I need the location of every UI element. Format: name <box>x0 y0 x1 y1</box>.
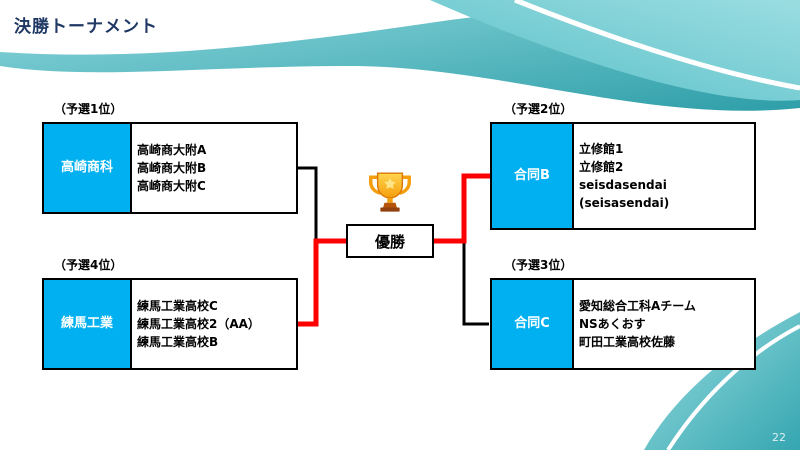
top-white-slash <box>514 0 800 91</box>
team-members-bottom-left: 練馬工業高校C 練馬工業高校2（AA） 練馬工業高校B <box>132 280 296 368</box>
member-line: seisdasendai <box>579 178 667 192</box>
team-name-bottom-left: 練馬工業 <box>44 280 132 368</box>
connector-top-left <box>298 166 318 241</box>
seed-label-top-left: （予選1位） <box>54 102 123 116</box>
page-title: 決勝トーナメント <box>14 17 158 37</box>
team-name-top-left: 高崎商科 <box>44 124 132 212</box>
member-line: NSあくおす <box>579 317 646 331</box>
team-box-bottom-left: 練馬工業 練馬工業高校C 練馬工業高校2（AA） 練馬工業高校B <box>42 278 298 370</box>
team-name-top-right: 合同B <box>492 124 574 228</box>
page-number: 22 <box>772 431 786 444</box>
team-members-top-right: 立修館1 立修館2 seisdasendai (seisasendai) <box>574 124 754 228</box>
member-line: 練馬工業高校C <box>137 299 218 313</box>
member-line: 立修館1 <box>579 142 624 156</box>
member-line: 高崎商大附B <box>137 161 207 175</box>
winner-line-bottom-left <box>298 238 346 327</box>
top-right-wedge-shape <box>430 0 800 101</box>
member-line: (seisasendai) <box>579 196 670 210</box>
team-box-top-left: 高崎商科 高崎商大附A 高崎商大附B 高崎商大附C <box>42 122 298 214</box>
trophy-icon <box>369 172 411 212</box>
team-box-top-right: 合同B 立修館1 立修館2 seisdasendai (seisasendai) <box>490 122 756 230</box>
winner-line-top-right <box>434 173 491 244</box>
member-line: 町田工業高校佐藤 <box>579 335 676 349</box>
member-line: 練馬工業高校B <box>137 335 219 349</box>
seed-label-top-right: （予選2位） <box>504 102 573 116</box>
team-members-top-left: 高崎商大附A 高崎商大附B 高崎商大附C <box>132 124 296 212</box>
team-members-bottom-right: 愛知総合工科Aチーム NSあくおす 町田工業高校佐藤 <box>574 280 754 368</box>
seed-label-bottom-left: （予選4位） <box>54 258 123 272</box>
champion-box: 優勝 <box>346 224 434 258</box>
seed-label-bottom-right: （予選3位） <box>504 258 573 272</box>
member-line: 練馬工業高校2（AA） <box>137 317 260 331</box>
team-name-bottom-right: 合同C <box>492 280 574 368</box>
team-box-bottom-right: 合同C 愛知総合工科Aチーム NSあくおす 町田工業高校佐藤 <box>490 278 756 370</box>
member-line: 愛知総合工科Aチーム <box>579 299 696 313</box>
member-line: 高崎商大附C <box>137 179 206 193</box>
member-line: 立修館2 <box>579 160 624 174</box>
member-line: 高崎商大附A <box>137 143 207 157</box>
connector-bottom-right <box>462 241 489 326</box>
